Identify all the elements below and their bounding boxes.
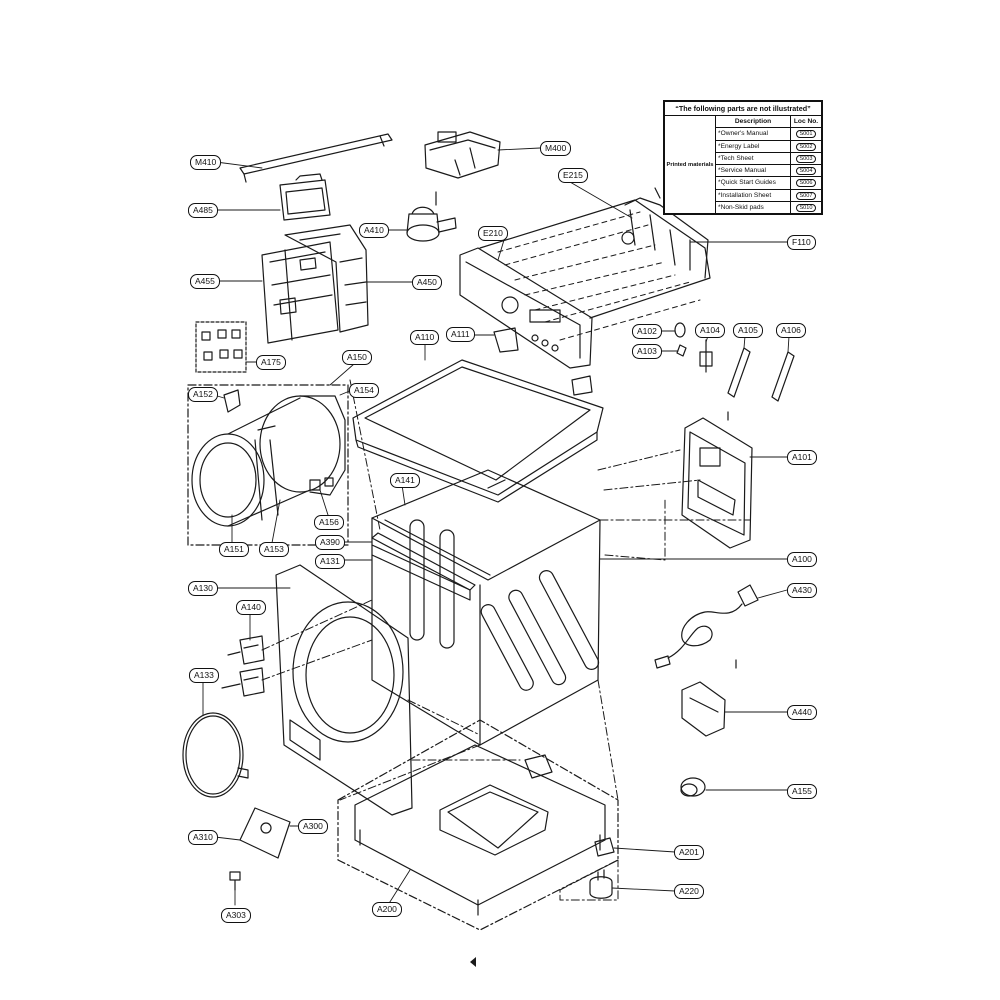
part-a111-latch xyxy=(493,327,593,396)
col-description-header: Description xyxy=(716,116,791,128)
row-loc: S001 xyxy=(796,130,816,139)
part-a140-hinges xyxy=(221,635,265,697)
label-a201: A201 xyxy=(674,845,704,860)
label-a106: A106 xyxy=(776,323,806,338)
leader-lines xyxy=(202,147,790,906)
label-a450: A450 xyxy=(412,275,442,290)
label-a455: A455 xyxy=(190,274,220,289)
table-row: *Owner's Manual S001 xyxy=(716,128,821,141)
part-e215-f110-bracket xyxy=(479,187,711,319)
part-a390-rail xyxy=(371,532,476,591)
label-a130: A130 xyxy=(188,581,218,596)
row-loc: S004 xyxy=(796,167,816,176)
table-row: *Installation Sheet S007 xyxy=(716,189,821,203)
part-a201-a220-feet xyxy=(589,837,615,899)
part-a430-power-cord xyxy=(654,584,759,669)
part-a410-pump xyxy=(406,191,457,242)
part-a155-cap xyxy=(680,777,706,797)
table-header-row: Description Loc No. xyxy=(716,116,821,129)
label-a200: A200 xyxy=(372,902,402,917)
row-description: *Quick Start Guides xyxy=(716,177,791,189)
part-a110-top-panel xyxy=(352,359,604,503)
part-a200-base xyxy=(337,719,619,931)
label-a133: A133 xyxy=(189,668,219,683)
label-a110: A110 xyxy=(410,330,440,345)
part-a175-clips xyxy=(195,321,247,373)
row-loc: S002 xyxy=(796,142,816,151)
label-a100: A100 xyxy=(787,552,817,567)
label-a104: A104 xyxy=(695,323,725,338)
part-a101-back-panel xyxy=(681,411,753,549)
label-a102: A102 xyxy=(632,324,662,339)
label-a103: A103 xyxy=(632,344,662,359)
label-a310: A310 xyxy=(188,830,218,845)
label-a141: A141 xyxy=(390,473,420,488)
part-a450-pcb xyxy=(284,224,369,333)
label-a303: A303 xyxy=(221,908,251,923)
label-m400: M400 xyxy=(540,141,572,156)
label-a151: A151 xyxy=(219,542,249,557)
label-a430: A430 xyxy=(787,583,817,598)
row-description: *Installation Sheet xyxy=(716,189,791,202)
row-loc: S006 xyxy=(796,179,816,188)
table-title: “The following parts are not illustrated… xyxy=(665,102,821,116)
part-a130-front-panel xyxy=(275,564,413,816)
table-row: *Service Manual S004 xyxy=(716,165,821,178)
row-description: *Non-Skid pads xyxy=(716,202,791,214)
label-a111: A111 xyxy=(446,327,475,342)
row-description: *Tech Sheet xyxy=(716,152,791,165)
row-loc: S007 xyxy=(796,191,816,200)
part-a310-filter-door xyxy=(239,807,291,859)
not-illustrated-parts-table: “The following parts are not illustrated… xyxy=(663,100,823,216)
label-a390: A390 xyxy=(315,535,345,550)
row-loc: S003 xyxy=(796,154,816,163)
row-description: *Owner's Manual xyxy=(716,128,791,140)
part-a100-cabinet xyxy=(371,469,601,746)
part-a485-display xyxy=(279,173,331,221)
part-a152-hook xyxy=(223,389,241,413)
part-a102-a103-a104-a106-small xyxy=(674,322,795,402)
table-row: *Energy Label S002 xyxy=(716,140,821,153)
table-row: *Quick Start Guides S006 xyxy=(716,177,821,190)
label-a131: A131 xyxy=(315,554,345,569)
part-a133-clamp xyxy=(182,712,249,798)
label-a140: A140 xyxy=(236,600,266,615)
label-e210: E210 xyxy=(478,226,508,241)
guide-lines-assembly xyxy=(261,379,751,901)
page-mark-icon xyxy=(470,957,476,967)
table-row: *Tech Sheet S003 xyxy=(716,152,821,166)
label-a485: A485 xyxy=(188,203,218,218)
part-m410-bracket xyxy=(239,133,393,183)
part-a303-screw xyxy=(229,871,241,891)
label-a153: A153 xyxy=(259,542,289,557)
label-a150: A150 xyxy=(342,350,372,365)
label-a101: A101 xyxy=(787,450,817,465)
part-m400-module xyxy=(424,131,501,179)
label-a175: A175 xyxy=(256,355,286,370)
label-f110: F110 xyxy=(787,235,816,250)
label-a410: A410 xyxy=(359,223,389,238)
table-category: Printed materials xyxy=(665,116,716,214)
label-a105: A105 xyxy=(733,323,763,338)
col-loc-header: Loc No. xyxy=(793,118,819,125)
label-a155: A155 xyxy=(787,784,817,799)
label-a152: A152 xyxy=(188,387,218,402)
row-description: *Energy Label xyxy=(716,140,791,152)
label-a154: A154 xyxy=(349,383,379,398)
row-loc: S010 xyxy=(796,204,816,213)
label-a156: A156 xyxy=(314,515,344,530)
label-a220: A220 xyxy=(674,884,704,899)
label-a440: A440 xyxy=(787,705,817,720)
part-a440-filter xyxy=(681,659,737,737)
table-row: *Non-Skid pads S010 xyxy=(716,202,821,214)
part-e210-control-panel xyxy=(459,247,593,369)
label-m410: M410 xyxy=(190,155,222,170)
row-description: *Service Manual xyxy=(716,165,791,177)
label-e215: E215 xyxy=(558,168,588,183)
guide-lines-panel xyxy=(497,211,701,341)
label-a300: A300 xyxy=(298,819,328,834)
